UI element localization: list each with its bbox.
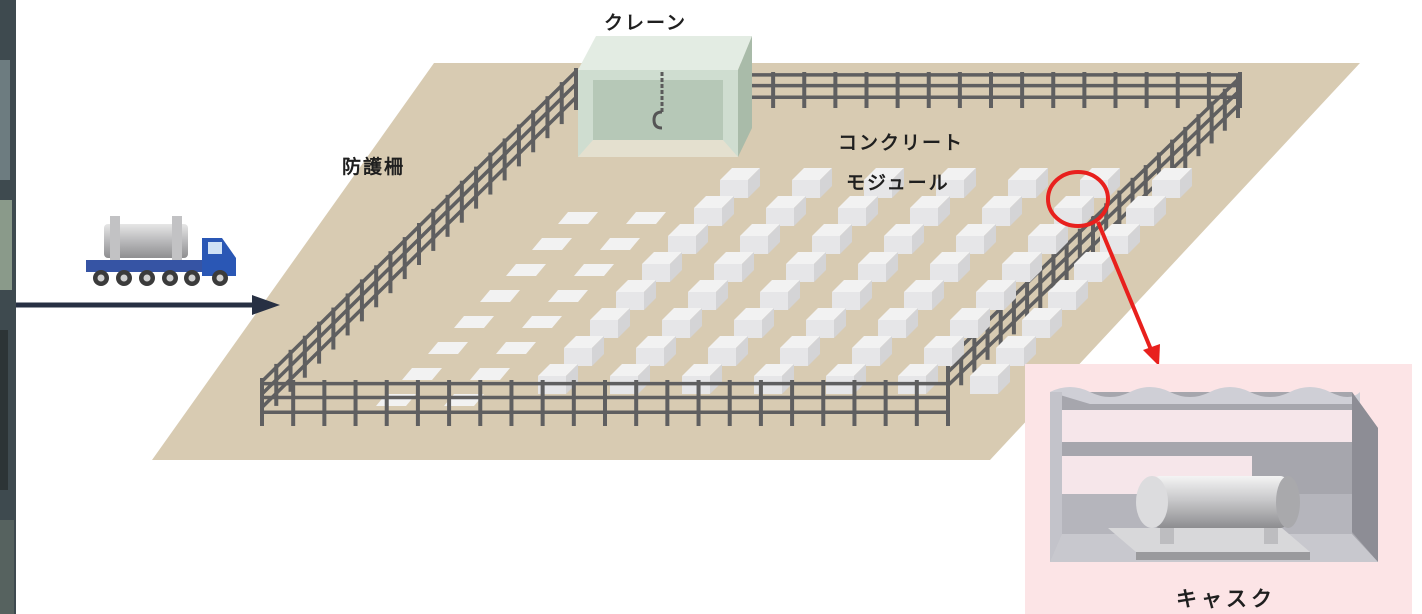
cask-inset-panel [1025,364,1412,614]
truck-icon [86,216,236,286]
fence-front [260,380,950,426]
crane-icon [578,36,752,157]
module-label-line1: コンクリート [838,132,965,154]
fence-icon [740,72,1242,108]
storage-yard-ground [152,63,1360,460]
fence-right [946,76,1240,398]
background-photo-edge [0,0,16,614]
highlight-circle-icon [1046,170,1160,366]
concrete-modules [376,168,1192,406]
module-label-line2: モジュール [846,172,950,194]
cask-icon [1108,476,1310,560]
cask-label: キャスク [1176,587,1276,611]
fence-label: 防護柵 [342,156,406,178]
arrow-icon [16,295,280,315]
crane-label: クレーン [604,12,688,34]
